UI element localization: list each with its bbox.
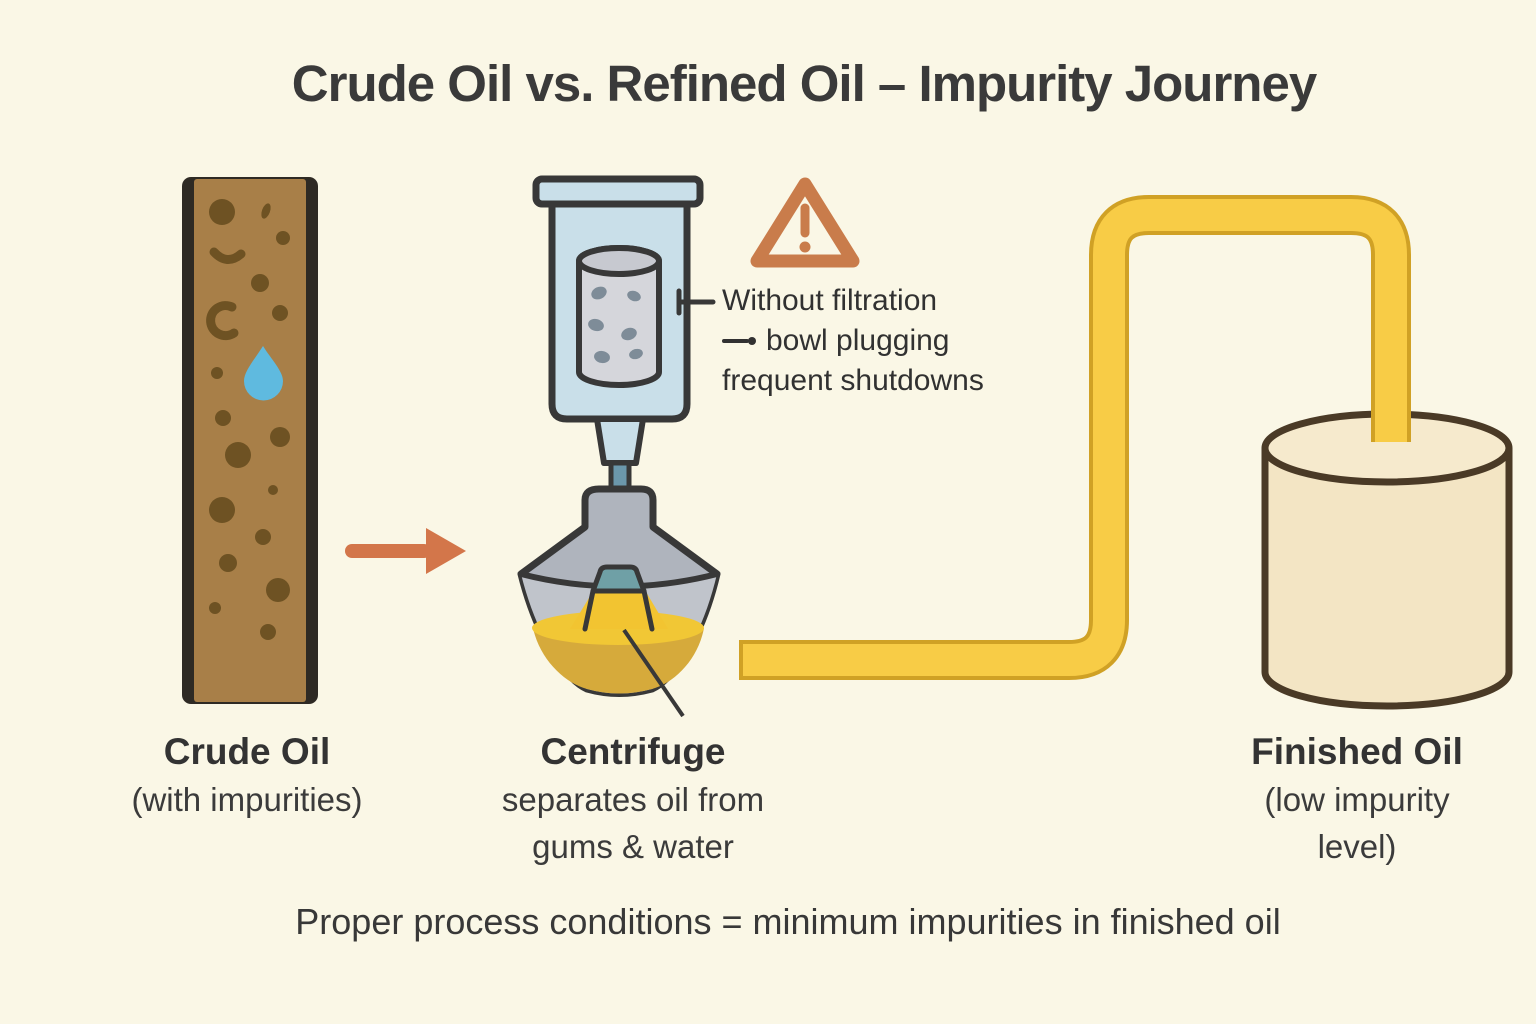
warning-line-1: Without filtration — [722, 284, 938, 317]
callout-leader-line — [676, 288, 716, 316]
crude-oil-label: Crude Oil — [163, 731, 331, 772]
centrifuge-illustration — [517, 175, 721, 718]
oil-pipe — [739, 195, 1411, 680]
finished-oil-label-block: Finished Oil (low impurity level) — [1157, 728, 1536, 870]
finished-oil-subline-1: (low impurity — [1264, 781, 1450, 818]
impurity-specks — [209, 199, 290, 640]
centrifuge-bowl-insert — [576, 245, 662, 388]
leads-to-arrow-icon — [722, 337, 756, 345]
crude-oil-label-block: Crude Oil (with impurities) — [52, 728, 442, 823]
warning-triangle-icon — [750, 177, 860, 268]
crude-oil-sublabel: (with impurities) — [131, 781, 363, 818]
discharge-funnel — [582, 564, 655, 632]
water-drop-icon — [244, 346, 283, 401]
warning-line-3: frequent shutdowns — [722, 364, 984, 397]
centrifuge-label: Centrifuge — [540, 731, 726, 772]
centrifuge-label-block: Centrifuge separates oil from gums & wat… — [433, 728, 833, 870]
finished-oil-subline-2: level) — [1317, 828, 1397, 865]
warning-callout: Without filtration bowl plugging frequen… — [722, 281, 1052, 401]
centrifuge-subline-2: gums & water — [532, 828, 734, 865]
warning-line-2-text: bowl plugging — [766, 324, 950, 357]
page-title: Crude Oil vs. Refined Oil – Impurity Jou… — [291, 55, 1317, 112]
centrifuge-subline-1: separates oil from — [501, 781, 765, 818]
finished-oil-label: Finished Oil — [1251, 731, 1463, 772]
finished-oil-tank — [1261, 410, 1513, 710]
oil-leader-line — [622, 628, 685, 718]
warning-line-2: bowl plugging — [722, 321, 1052, 361]
separated-oil — [532, 575, 704, 694]
crude-oil-bar — [182, 177, 318, 704]
flow-arrow-icon — [345, 528, 466, 574]
footer-note: Proper process conditions = minimum impu… — [295, 901, 1281, 942]
